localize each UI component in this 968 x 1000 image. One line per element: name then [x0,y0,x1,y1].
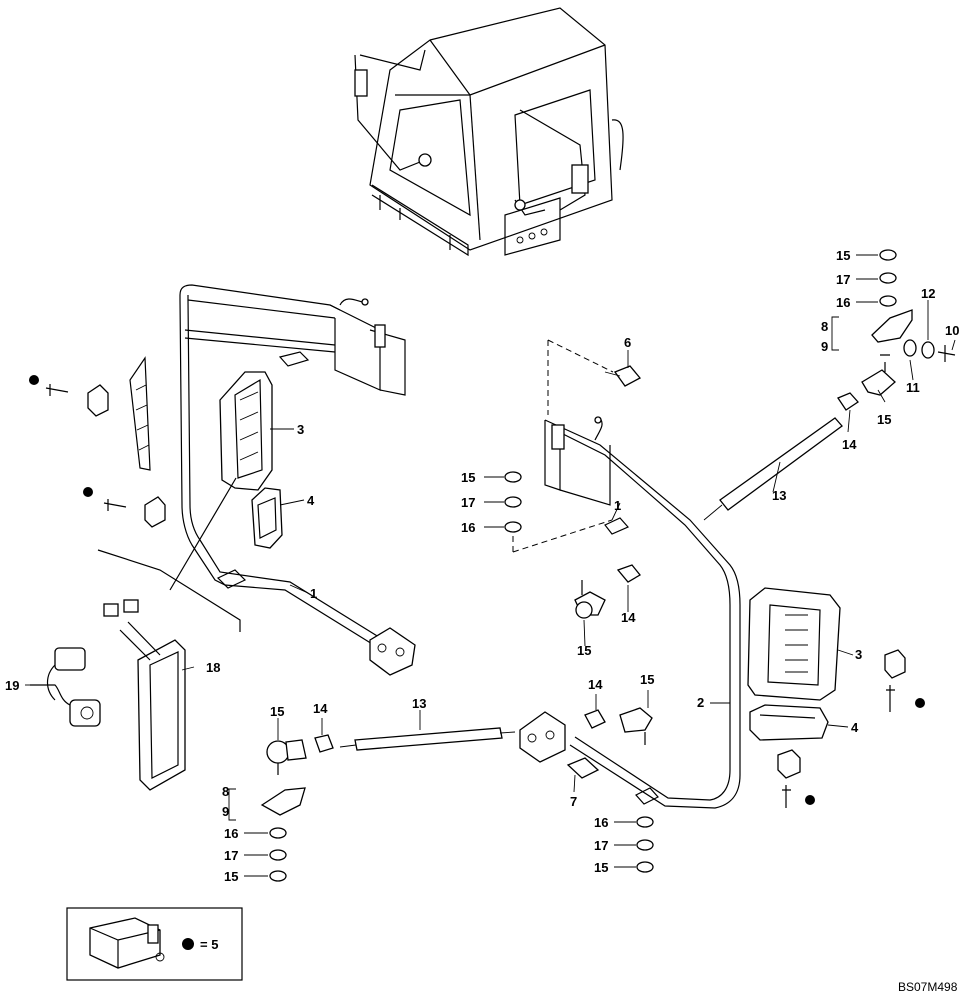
callout-19: 19 [5,678,19,693]
callout-16: 16 [461,520,475,535]
top-right-bracket [831,249,956,411]
callout-18: 18 [206,660,220,675]
callout-8: 8 [222,784,229,799]
callout-14: 14 [842,437,857,452]
left-mirror-head [219,371,273,491]
callout-15: 15 [877,412,891,427]
leader-mirror-stalk [169,477,237,591]
callout-16: 16 [836,295,850,310]
callout-2: 2 [697,695,704,710]
right-clip-parts [777,649,925,808]
legend-text: = 5 [200,937,218,952]
callout-9: 9 [821,339,828,354]
callout-16: 16 [224,826,238,841]
bolt-6 [604,365,642,387]
callout-15: 15 [224,869,238,884]
callout-labels: 15 17 16 12 10 8 9 11 15 14 6 3 4 1 13 1… [5,248,959,884]
drawing-code: BS07M498 [898,980,958,994]
callout-4: 4 [307,493,315,508]
left-clip-parts [29,356,166,528]
callout-13: 13 [412,696,426,711]
right-mirror-arm [519,416,741,809]
callout-15: 15 [640,672,654,687]
callout-14: 14 [313,701,328,716]
callout-17: 17 [836,272,850,287]
mid-hardware-stack [504,471,522,533]
right-mirror-cover [749,704,829,741]
wire-harness-19 [30,647,101,727]
callout-15: 15 [836,248,850,263]
callout-11: 11 [906,380,920,395]
mid-ball-joint [574,564,641,619]
callout-15: 15 [461,470,475,485]
callout-15: 15 [594,860,608,875]
mirror-glass-18 [103,599,186,791]
strut-13-bottom [339,727,516,751]
left-mirror-cover [251,487,283,549]
callout-12: 12 [921,286,935,301]
strut-13-right [703,417,843,521]
callout-3: 3 [297,422,304,437]
assembly-leader [512,519,613,553]
callout-13: 13 [772,488,786,503]
callout-6: 6 [624,335,631,350]
cab-illustration [354,7,624,257]
leader-lines [25,254,956,877]
callout-10: 10 [945,323,959,338]
callout-17: 17 [224,848,238,863]
left-mirror-arm [179,284,416,676]
legend-box: = 5 [66,907,243,981]
callout-3: 3 [855,647,862,662]
callout-1: 1 [310,586,317,601]
callout-9: 9 [222,804,229,819]
callout-15: 15 [270,704,284,719]
callout-16: 16 [594,815,608,830]
bottom-left-ball-joint [228,734,334,882]
legend-dot-icon [182,938,194,950]
right-mirror-head [747,587,841,701]
callout-4: 4 [851,720,859,735]
section-divider [97,549,241,632]
bottom-center-hardware [566,707,654,873]
callout-14: 14 [621,610,636,625]
callout-17: 17 [594,838,608,853]
callout-7: 7 [570,794,577,809]
callout-8: 8 [821,319,828,334]
callout-17: 17 [461,495,475,510]
callout-15: 15 [577,643,591,658]
assembly-leader [547,339,614,415]
callout-1: 1 [614,498,621,513]
callout-14: 14 [588,677,603,692]
